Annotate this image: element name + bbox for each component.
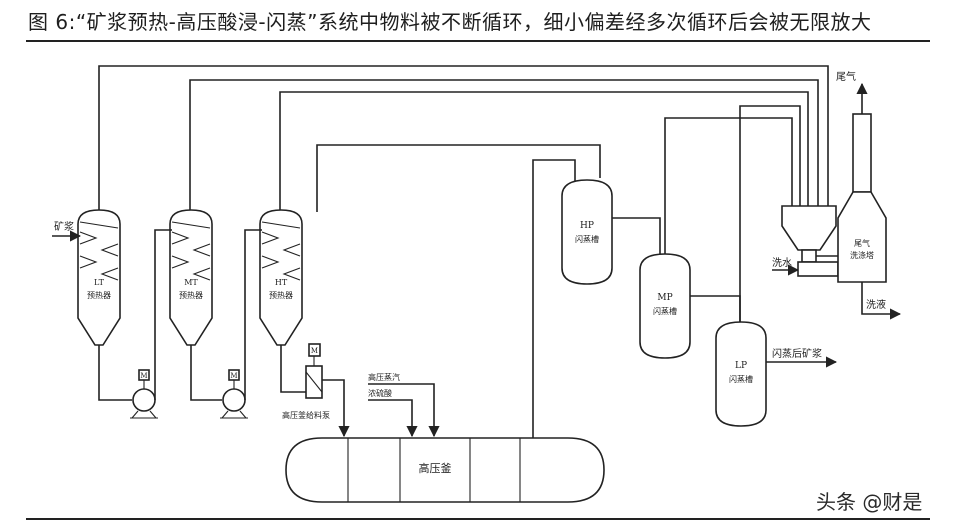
vapor-line-from-lp xyxy=(739,105,801,322)
hp-steam-label: 高压蒸汽 xyxy=(368,372,400,382)
mt-name-label: 预热器 xyxy=(179,290,203,300)
vapor-line-to-mt xyxy=(189,79,819,212)
hp-flash-tank: HP 闪蒸槽 xyxy=(561,179,661,285)
figure-bottom-rule xyxy=(26,518,930,520)
mt-preheater: MT 预热器 xyxy=(169,209,213,346)
watermark-text: 头条 @财是 xyxy=(816,490,923,514)
figure-title: 图 6:“矿浆预热-高压酸浸-闪蒸”系统中物料被不断循环，细小偏差经多次循环后会… xyxy=(28,10,872,34)
autoclave-feed-pump: M 高压釜给料泵 xyxy=(280,343,350,438)
svg-text:M: M xyxy=(140,372,147,380)
mp-flash-tank: MP 闪蒸槽 xyxy=(639,253,741,359)
lp-code-label: LP xyxy=(735,361,747,371)
title-underline xyxy=(26,40,930,42)
reagent-inlets: 高压蒸汽 浓硫酸 xyxy=(368,372,440,438)
scrubber-label-1: 尾气 xyxy=(854,238,870,248)
lp-flash-tank: LP 闪蒸槽 闪蒸后矿浆 xyxy=(715,321,838,427)
hp-name-label: 闪蒸槽 xyxy=(575,234,599,244)
vapor-line-hp-to-ht xyxy=(316,144,601,212)
ht-name-label: 预热器 xyxy=(269,290,293,300)
ht-preheater: HT 预热器 xyxy=(259,209,303,346)
lt-code-label: LT xyxy=(94,278,105,287)
scrubber-tower: 尾气 洗涤塔 尾气 洗液 xyxy=(836,70,902,320)
vapor-line-from-mp xyxy=(664,117,793,256)
feed-pump-label: 高压釜给料泵 xyxy=(282,410,330,420)
svg-text:M: M xyxy=(311,347,318,355)
mp-code-label: MP xyxy=(657,293,672,303)
pump-2 xyxy=(222,388,246,412)
tail-gas-label: 尾气 xyxy=(836,70,856,83)
vapor-return-lines xyxy=(98,65,829,438)
mt-to-ht-transfer: M xyxy=(190,229,262,419)
scrubber-label-2: 洗涤塔 xyxy=(850,250,874,260)
lt-preheater: LT 预热器 xyxy=(77,209,121,346)
lp-name-label: 闪蒸槽 xyxy=(729,374,753,384)
pump-1-motor xyxy=(138,369,150,381)
mp-name-label: 闪蒸槽 xyxy=(653,306,677,316)
vapor-line-to-ht xyxy=(279,91,809,212)
post-flash-slurry-label: 闪蒸后矿浆 xyxy=(772,347,822,360)
autoclave-label: 高压釜 xyxy=(419,461,452,475)
lt-to-mt-transfer: M xyxy=(98,229,172,419)
mt-code-label: MT xyxy=(184,278,198,287)
autoclave-to-hp-line xyxy=(532,159,576,438)
pump-1 xyxy=(132,388,156,412)
conc-acid-label: 浓硫酸 xyxy=(368,388,392,398)
lt-name-label: 预热器 xyxy=(87,290,111,300)
wash-liquor-label: 洗液 xyxy=(866,298,886,311)
autoclave: 高压釜 xyxy=(285,437,605,503)
ht-code-label: HT xyxy=(275,278,288,287)
pump-2-motor xyxy=(228,369,240,381)
vapor-collector: 洗水 xyxy=(772,205,840,277)
wash-water-label: 洗水 xyxy=(772,257,792,269)
hp-code-label: HP xyxy=(580,221,594,231)
svg-text:M: M xyxy=(230,372,237,380)
ore-slurry-label: 矿浆 xyxy=(54,220,74,233)
vapor-line-to-lt xyxy=(98,65,829,212)
feed-pump-motor xyxy=(308,343,321,357)
